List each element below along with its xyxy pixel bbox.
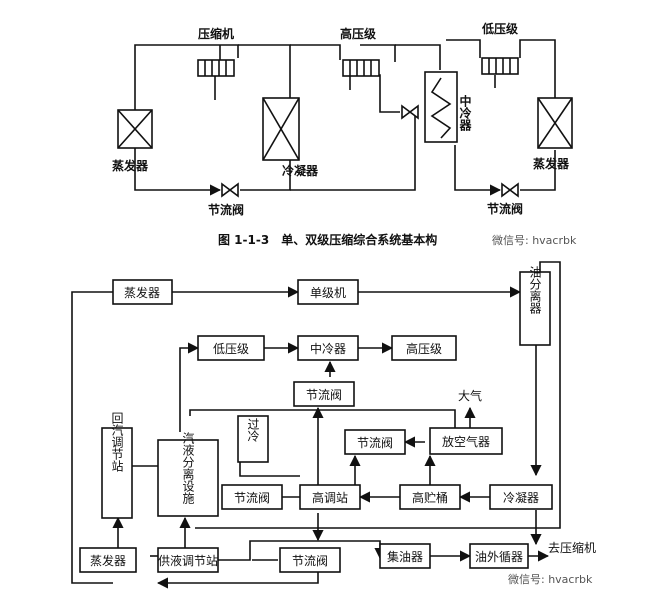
top-low-stage: 低压级 bbox=[481, 21, 519, 75]
box-high-receiver: 高贮桶 bbox=[399, 484, 461, 510]
top-valve-right: 节流阀 bbox=[487, 182, 523, 216]
box-throttle-mid: 节流阀 bbox=[293, 381, 355, 407]
box-liquid-supply-station: 供液调节站 bbox=[157, 547, 219, 573]
label-evaporator-top: 蒸发器 bbox=[124, 285, 160, 300]
box-evaporator-top: 蒸发器 bbox=[112, 279, 173, 305]
label-atmosphere: 大气 bbox=[458, 388, 482, 403]
label-oil-separator: 油分离器 bbox=[528, 266, 542, 315]
box-oil-separator: 油分离器 bbox=[519, 266, 551, 346]
top-caption: 图 1-1-3 单、双级压缩综合系统基本构 bbox=[218, 232, 437, 247]
label-low-stage: 低压级 bbox=[213, 342, 249, 356]
bottom-watermark: 微信号: hvacrbk bbox=[508, 572, 593, 586]
label-condenser: 冷凝器 bbox=[503, 490, 539, 505]
label-high-stage: 高压级 bbox=[406, 341, 442, 356]
label-intercooler: 中冷器 bbox=[310, 341, 346, 356]
top-evaporator-right: 蒸发器 bbox=[533, 97, 573, 171]
box-air-purger: 放空气器 bbox=[429, 427, 503, 455]
label-throttle-left: 节流阀 bbox=[208, 202, 244, 217]
label-throttle-right: 节流阀 bbox=[487, 201, 523, 216]
box-single-stage: 单级机 bbox=[297, 279, 359, 305]
bottom-diagram: 蒸发器 单级机 油分离器 低压级 中冷器 高压级 节流阀 回汽调节站 bbox=[71, 261, 596, 589]
top-intercooler: 中冷器 bbox=[424, 71, 472, 143]
top-valve-intercooler bbox=[401, 104, 419, 120]
label-liquid-supply-station: 供液调节站 bbox=[158, 553, 218, 568]
top-high-stage: 高压级 bbox=[340, 26, 380, 77]
label-compressor: 压缩机 bbox=[198, 26, 234, 41]
label-gas-liquid-separator: 汽液分离设施 bbox=[181, 431, 195, 504]
label-evaporator-left: 蒸发器 bbox=[112, 158, 149, 173]
label-oil-external: 油外循器 bbox=[475, 550, 523, 564]
box-high-stage: 高压级 bbox=[391, 335, 457, 361]
top-pipes bbox=[129, 39, 556, 196]
box-evaporator-bottom: 蒸发器 bbox=[79, 547, 137, 573]
top-diagram: 压缩机 高压级 低压级 蒸发器 bbox=[112, 21, 577, 247]
label-throttle-bottom: 节流阀 bbox=[292, 554, 328, 568]
box-intercooler: 中冷器 bbox=[297, 335, 359, 361]
label-high-regulating: 高调站 bbox=[312, 490, 348, 505]
label-high-receiver: 高贮桶 bbox=[412, 490, 448, 505]
label-subcool: 过冷 bbox=[246, 418, 260, 442]
top-watermark: 微信号: hvacrbk bbox=[492, 233, 577, 247]
label-oil-collector: 集油器 bbox=[387, 549, 423, 564]
label-to-compressor: 去压缩机 bbox=[548, 540, 596, 555]
top-condenser: 冷凝器 bbox=[262, 97, 319, 178]
bottom-pipes bbox=[71, 261, 561, 589]
label-throttle-mid: 节流阀 bbox=[306, 388, 342, 402]
label-evaporator-right: 蒸发器 bbox=[533, 156, 570, 171]
label-single-stage: 单级机 bbox=[310, 286, 346, 300]
box-throttle-2: 节流阀 bbox=[344, 429, 406, 455]
label-throttle-2: 节流阀 bbox=[357, 436, 393, 450]
box-gas-liquid-separator: 汽液分离设施 bbox=[157, 431, 219, 517]
top-valve-left: 节流阀 bbox=[208, 182, 244, 217]
box-throttle-bottom: 节流阀 bbox=[279, 547, 341, 573]
label-air-purger: 放空气器 bbox=[442, 434, 490, 449]
label-condenser: 冷凝器 bbox=[282, 163, 319, 178]
box-low-stage: 低压级 bbox=[197, 335, 265, 361]
box-subcool: 过冷 bbox=[237, 415, 269, 463]
box-condenser: 冷凝器 bbox=[489, 484, 553, 510]
top-evaporator-left: 蒸发器 bbox=[112, 109, 153, 173]
box-high-regulating: 高调站 bbox=[299, 484, 361, 510]
box-return-gas-station: 回汽调节站 bbox=[101, 412, 133, 519]
label-low-stage: 低压级 bbox=[481, 21, 518, 36]
label-throttle-left: 节流阀 bbox=[234, 491, 270, 505]
label-return-gas-station: 回汽调节站 bbox=[110, 412, 124, 472]
label-evaporator-bottom: 蒸发器 bbox=[90, 553, 126, 568]
label-intercooler: 中冷器 bbox=[458, 94, 472, 132]
top-compressor: 压缩机 bbox=[197, 26, 235, 77]
box-oil-external: 油外循器 bbox=[469, 543, 529, 569]
label-high-stage: 高压级 bbox=[340, 26, 376, 41]
box-throttle-left: 节流阀 bbox=[221, 484, 283, 510]
box-oil-collector: 集油器 bbox=[379, 543, 431, 569]
